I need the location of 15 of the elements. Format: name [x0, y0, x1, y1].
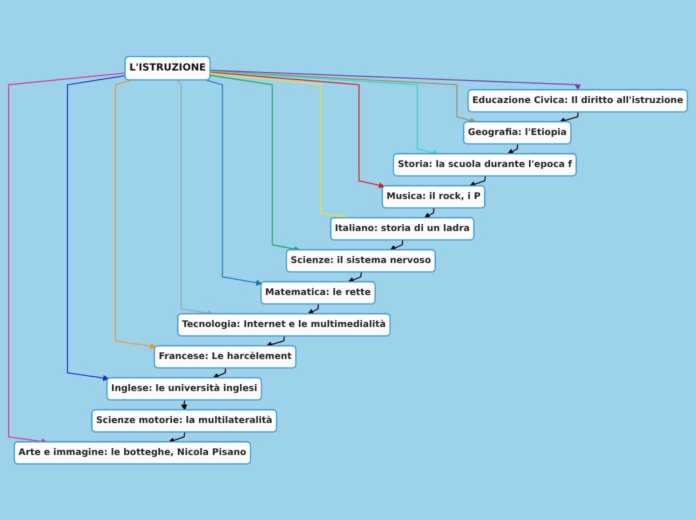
arrow: [181, 400, 188, 410]
arrow: [168, 432, 186, 443]
arrow: [390, 240, 404, 250]
arrow: [507, 144, 518, 154]
arrow: [210, 69, 581, 90]
arrow: [469, 176, 486, 187]
arrow: [348, 272, 362, 283]
arrow: [206, 79, 262, 286]
arrow: [114, 79, 156, 349]
arrow: [308, 304, 319, 314]
arrow: [66, 74, 126, 381]
arrow: [559, 112, 579, 124]
arrow: [424, 208, 434, 218]
arrow: [212, 368, 226, 378]
arrow: [210, 71, 385, 188]
